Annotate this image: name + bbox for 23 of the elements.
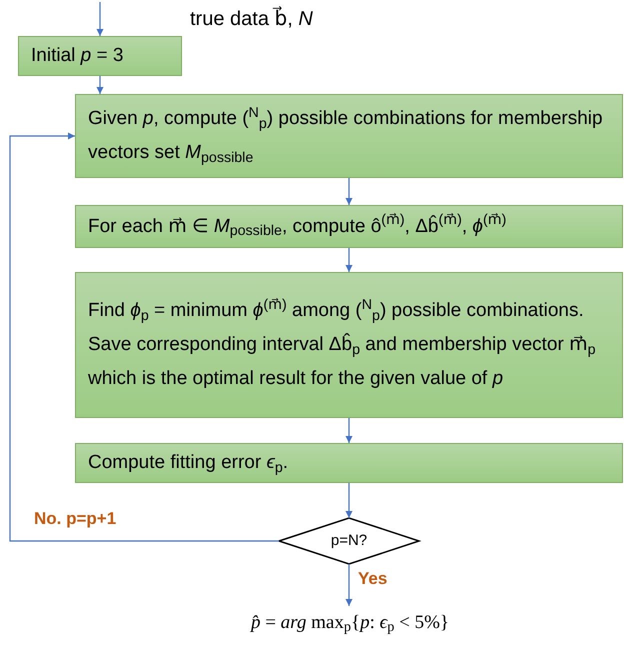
process-box	[18, 36, 182, 76]
arrow	[9, 132, 279, 542]
step-text: Find ϕ$_{p}$ = minimum ϕ$^{(m⃗)}$ among ($^{N}$$_{p}$) possible combinations. Save corresponding interval Δb̂$_{p}$ and membership vector m⃗$_{p}$ which is the optimal result for the given value of p	[88, 296, 597, 391]
step-text: Given p, compute ($^{N}$$_{p}$) possible combinations for membership vectors set M$_{possible}$	[88, 104, 604, 168]
step-text: For each m⃗ ∈ M$_{possible}$, compute ô$^{(m⃗)}$, Δb̂$^{(m⃗)}$, ϕ$^{(m⃗)}$	[88, 211, 506, 242]
arrow	[96, 2, 104, 36]
edge-label: No. p=p+1	[34, 508, 116, 530]
arrow	[345, 483, 353, 518]
edge-label: true data b⃗, N	[190, 5, 313, 32]
result-formula: p̂ = arg max$_{p}${p: ϵ$_{p}$ < 5%}	[250, 610, 450, 638]
step-text: Initial p = 3	[31, 44, 124, 68]
arrow	[345, 564, 353, 606]
process-box	[75, 272, 623, 418]
process-box	[75, 205, 623, 248]
arrow	[345, 248, 353, 272]
arrow	[345, 178, 353, 205]
edge-label: Yes	[358, 568, 388, 590]
decision-text: p=N?	[330, 530, 368, 551]
arrow	[345, 418, 353, 443]
step-text: Compute fitting error ϵ$_{p}$.	[88, 451, 288, 478]
process-box	[75, 94, 623, 178]
process-box	[75, 443, 623, 483]
arrow	[96, 76, 104, 94]
